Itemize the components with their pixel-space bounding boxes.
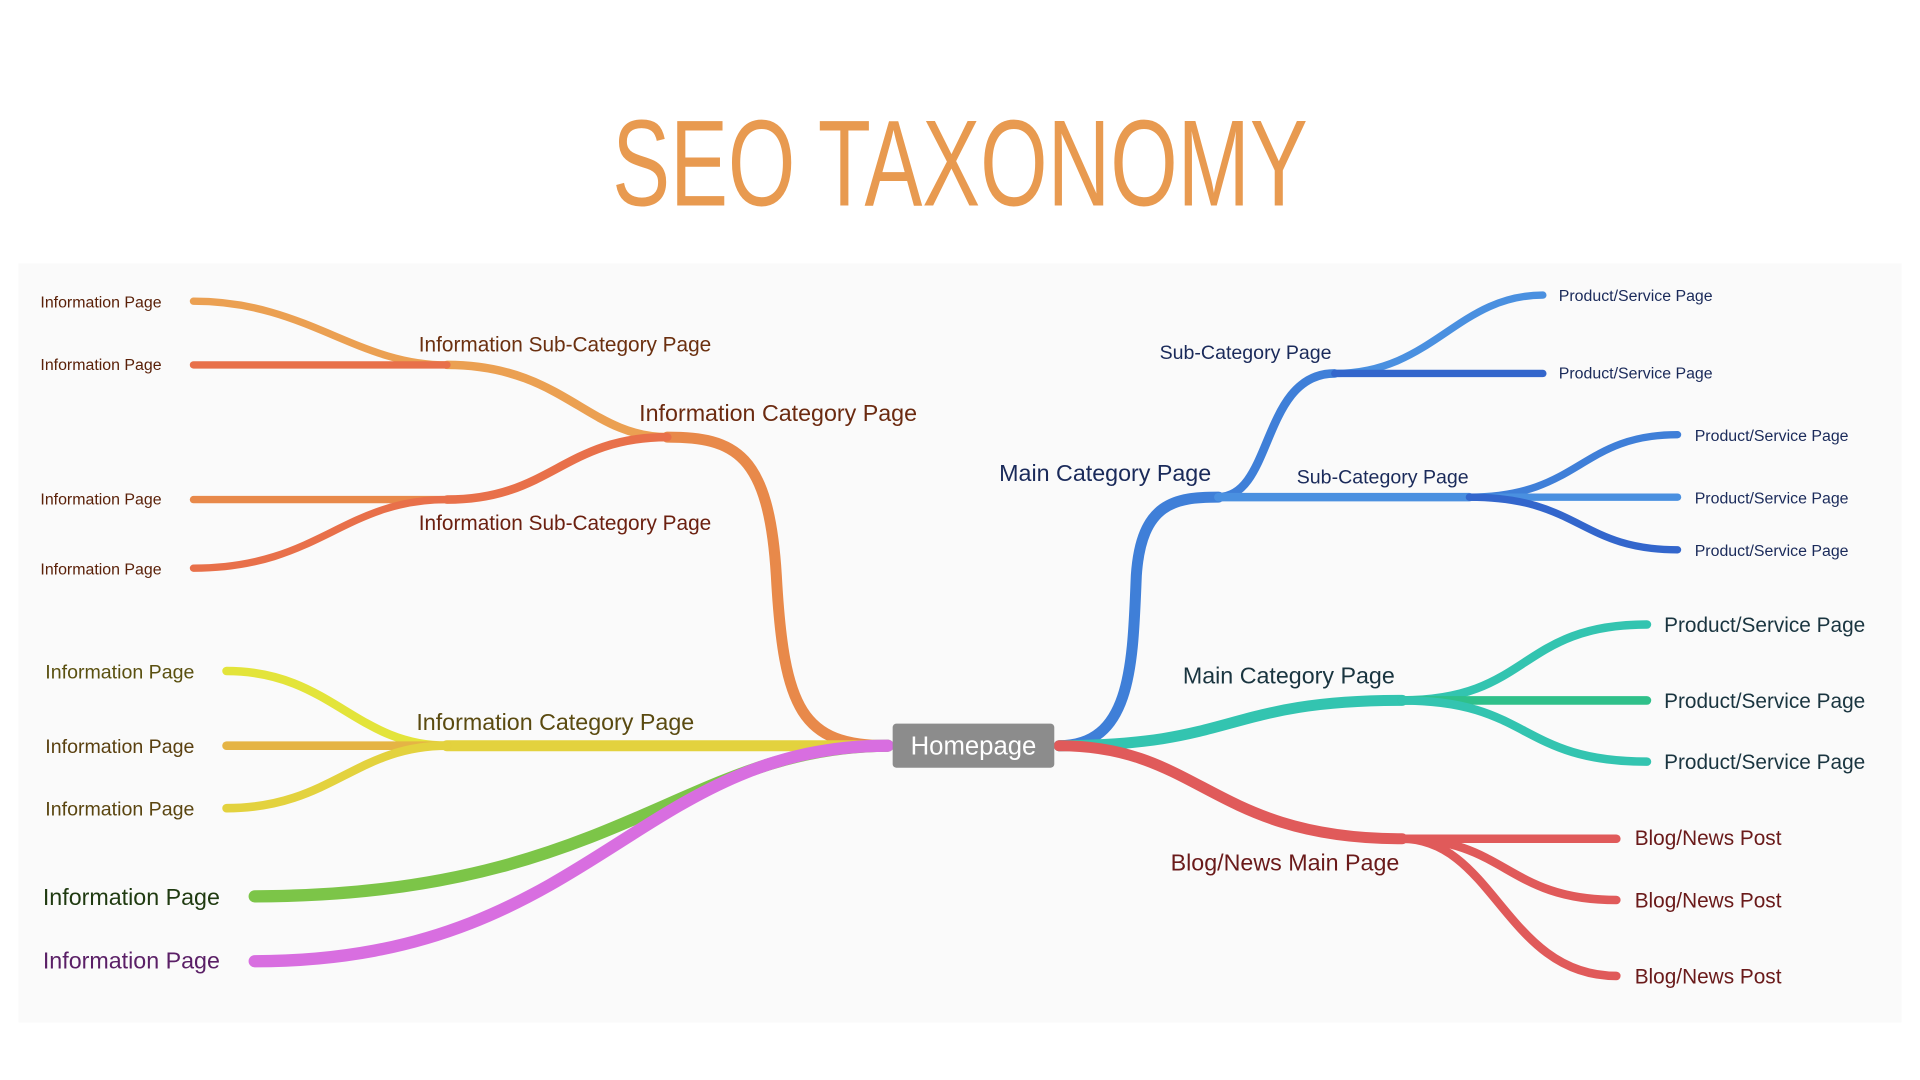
product-page-label[interactable]: Product/Service Page [1559, 288, 1713, 305]
info-page-label[interactable]: Information Page [40, 491, 161, 508]
product-page-label[interactable]: Product/Service Page [1664, 690, 1865, 713]
subcategory-label[interactable]: Sub-Category Page [1160, 342, 1332, 364]
info-page-label[interactable]: Information Page [40, 561, 161, 578]
info-page-label[interactable]: Information Page [45, 799, 194, 821]
page-title: SEO TAXONOMY [612, 95, 1308, 232]
blog-post-label[interactable]: Blog/News Post [1635, 827, 1782, 850]
info-subcategory-label[interactable]: Information Sub-Category Page [419, 512, 711, 535]
product-leaf-branch [1465, 493, 1682, 554]
main-category-label[interactable]: Main Category Page [999, 460, 1211, 486]
homepage-box[interactable] [892, 723, 1055, 768]
magenta-leaf-branch [248, 739, 894, 968]
blue-sub1-branch [1214, 369, 1339, 502]
product-page-label[interactable]: Product/Service Page [1695, 490, 1849, 507]
info-page-label[interactable]: Information Page [43, 884, 220, 910]
info-page-label[interactable]: Information Page [40, 357, 161, 374]
info-page-label[interactable]: Information Page [45, 661, 194, 683]
product-page-label[interactable]: Product/Service Page [1695, 428, 1849, 445]
homepage-label: Homepage [911, 732, 1037, 760]
subcategory-label[interactable]: Sub-Category Page [1297, 467, 1469, 489]
homepage-node[interactable]: Homepage [892, 723, 1055, 768]
red-blog-branch [1053, 740, 1408, 845]
orange-category-branch [661, 431, 894, 752]
info-subcategory-label[interactable]: Information Sub-Category Page [419, 333, 711, 356]
info-page-label[interactable]: Information Page [45, 736, 194, 758]
product-page-label[interactable]: Product/Service Page [1559, 365, 1713, 382]
product-leaf-branch [1397, 696, 1652, 766]
info-leaf-branch [189, 495, 451, 572]
blog-post-label[interactable]: Blog/News Post [1635, 965, 1782, 988]
info-category-label[interactable]: Information Category Page [416, 709, 694, 735]
blog-leaf-branch [1397, 834, 1621, 905]
blue-main-branch [1053, 491, 1224, 752]
blog-leaf-branch [1397, 834, 1621, 981]
product-page-label[interactable]: Product/Service Page [1695, 543, 1849, 560]
product-page-label[interactable]: Product/Service Page [1664, 614, 1865, 637]
product-page-label[interactable]: Product/Service Page [1664, 751, 1865, 774]
info-page-label[interactable]: Information Page [43, 948, 220, 974]
blog-post-label[interactable]: Blog/News Post [1635, 889, 1782, 912]
branches [189, 291, 1682, 981]
blog-main-label[interactable]: Blog/News Main Page [1171, 850, 1400, 876]
info-page-label[interactable]: Information Page [40, 294, 161, 311]
main-category-label[interactable]: Main Category Page [1183, 662, 1395, 688]
info-leaf-branch [222, 741, 452, 813]
orange-sub1-branch [442, 360, 672, 442]
orange-sub2-branch [442, 432, 672, 504]
info-category-label[interactable]: Information Category Page [639, 400, 917, 426]
teal-main-branch [1053, 694, 1408, 752]
